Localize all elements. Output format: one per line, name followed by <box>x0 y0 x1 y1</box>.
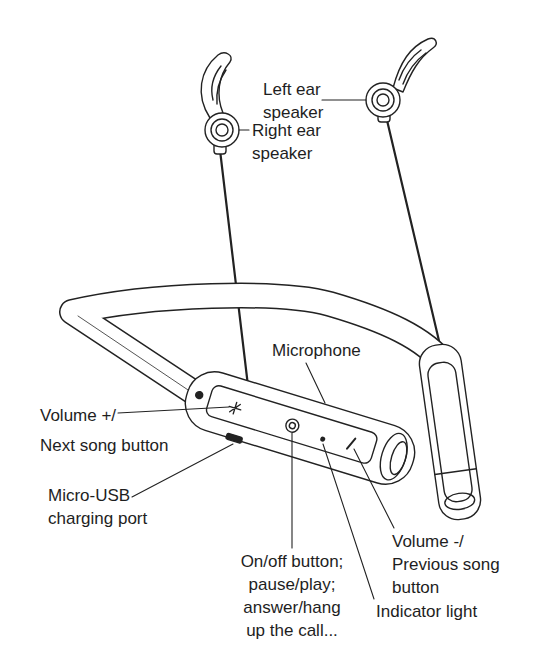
label-line: Volume +/ <box>40 401 169 431</box>
label-line: Left ear <box>263 78 323 101</box>
battery-module <box>417 342 483 522</box>
screw <box>195 391 204 400</box>
control-housing <box>178 365 422 493</box>
left-earbud <box>366 38 436 122</box>
label-line: speaker <box>263 101 323 124</box>
part-label: Volume -/ Previous song button <box>392 530 500 599</box>
right-ear-wire <box>220 150 248 386</box>
right-earbud <box>201 53 239 154</box>
plus-button-mark <box>227 401 242 416</box>
label-line: Next song button <box>40 431 169 461</box>
part-label: Micro-USB charging port <box>48 484 147 530</box>
label-line: button <box>392 576 500 599</box>
label-line: Micro-USB <box>48 484 147 507</box>
label-line: charging port <box>48 507 147 530</box>
label-line: up the call... <box>200 619 384 642</box>
label-line: Right ear <box>252 119 321 142</box>
part-label: Left ear speaker <box>263 78 323 124</box>
label-line: Previous song <box>392 553 500 576</box>
label-line: On/off button; <box>200 550 384 573</box>
label-line: speaker <box>252 142 321 165</box>
usb-port <box>226 433 243 443</box>
power-button <box>284 418 300 434</box>
leader-line <box>239 129 249 130</box>
label-line: answer/hang <box>200 596 384 619</box>
label-line: Microphone <box>272 339 361 362</box>
power-button-center <box>289 422 296 429</box>
leader-line <box>306 363 325 403</box>
leader-line <box>291 433 292 548</box>
part-label: Microphone <box>272 339 361 362</box>
minus-button-mark <box>347 437 355 450</box>
part-label: Indicator light <box>376 600 477 623</box>
leader-line <box>118 407 229 413</box>
indicator-led <box>320 437 324 441</box>
neckband-seam <box>78 316 200 398</box>
leader-line <box>354 449 394 528</box>
part-label: On/off button; pause/play; answer/hang u… <box>200 550 384 642</box>
label-line: pause/play; <box>200 573 384 596</box>
label-line: Volume -/ <box>392 530 500 553</box>
left-ear-wire <box>386 116 440 345</box>
part-label: Volume +/ Next song button <box>40 401 169 461</box>
part-label: Right ear speaker <box>252 119 321 165</box>
leader-line <box>322 99 366 100</box>
label-line: Indicator light <box>376 600 477 623</box>
leader-lines <box>118 100 394 599</box>
